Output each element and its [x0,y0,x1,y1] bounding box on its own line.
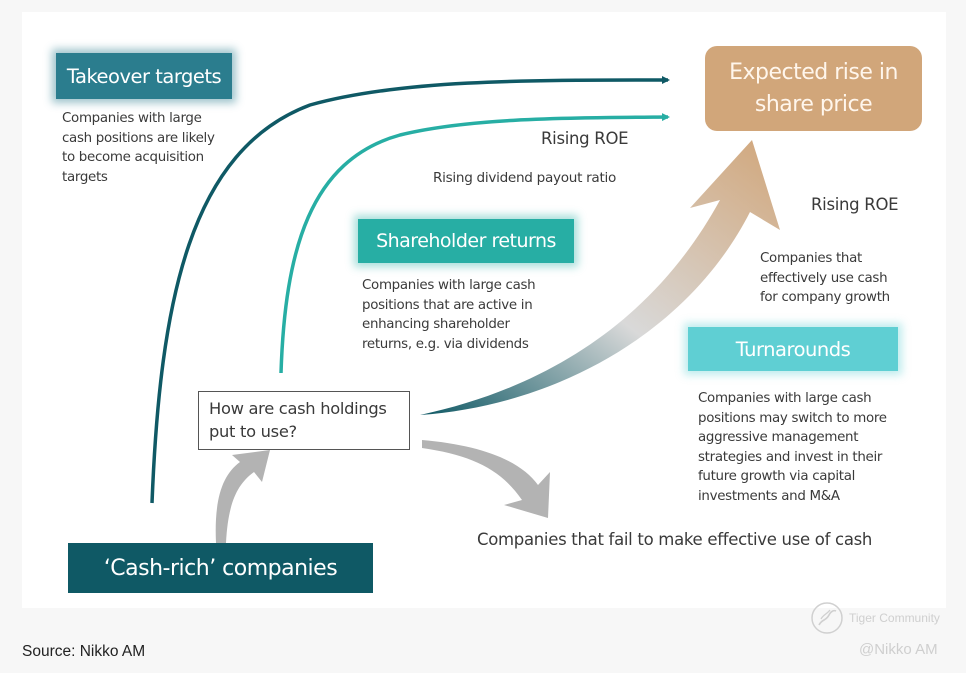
watermark-brand: Tiger Community [849,611,940,625]
question-line: put to use? [209,421,297,441]
down-gray-arrow [422,440,550,518]
desc-line: for company growth [760,290,890,306]
shareholder-path-arrow [279,113,670,374]
desc-line: effectively use cash [760,270,888,286]
watermark-handle: @Nikko AM [859,641,938,658]
rising-roe-label-right: Rising ROE [811,195,899,214]
desc-line: cash positions are likely [62,130,215,146]
desc-line: future growth via capital [698,469,856,485]
desc-line: to become acquisition [62,150,204,166]
expected-line: Expected rise in [729,59,898,85]
cash-rich-companies-box: ‘Cash-rich’ companies [68,543,373,593]
desc-line: Companies with large cash [362,278,536,293]
rising-roe-label-top: Rising ROE [541,129,629,148]
desc-line: Companies with large [62,111,202,126]
rising-dividend-label: Rising dividend payout ratio [433,170,616,186]
takeover-description: Companies with large cash positions are … [62,109,215,187]
expected-rise-box: Expected rise in share price [705,46,922,131]
fail-label: Companies that fail to make effective us… [477,530,873,549]
growth-path-arrow [420,140,780,415]
takeover-targets-header: Takeover targets [56,53,232,99]
desc-line: strategies and invest in their [698,449,883,465]
desc-line: enhancing shareholder [362,317,510,333]
desc-line: targets [62,169,108,185]
desc-line: returns, e.g. via dividends [362,336,529,352]
takeover-path-arrow [150,76,670,504]
up-gray-arrow [215,450,270,543]
desc-line: Companies that [760,251,862,266]
turnarounds-header: Turnarounds [688,327,898,371]
shareholder-description: Companies with large cash positions that… [362,276,536,354]
effective-use-description: Companies that effectively use cash for … [760,249,890,308]
desc-line: investments and M&A [698,488,840,504]
desc-line: positions that are active in [362,297,533,313]
turnarounds-description: Companies with large cash positions may … [698,389,887,507]
desc-line: Companies with large cash [698,391,872,406]
expected-line: share price [754,91,873,117]
source-caption: Source: Nikko AM [22,643,146,660]
desc-line: positions may switch to more [698,410,887,426]
desc-line: aggressive management [698,430,859,446]
shareholder-returns-header: Shareholder returns [358,219,574,263]
question-line: How are cash holdings [209,399,387,418]
tiger-logo-icon [810,601,844,635]
question-box: How are cash holdings put to use? [198,391,410,450]
